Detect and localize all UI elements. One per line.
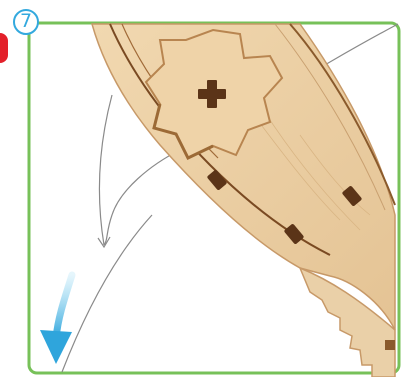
red-side-tab [0,33,8,63]
curved-arrow-down-icon [40,275,72,364]
extension-tooth-shadow [385,340,395,350]
step-number-badge: 7 [13,9,39,35]
